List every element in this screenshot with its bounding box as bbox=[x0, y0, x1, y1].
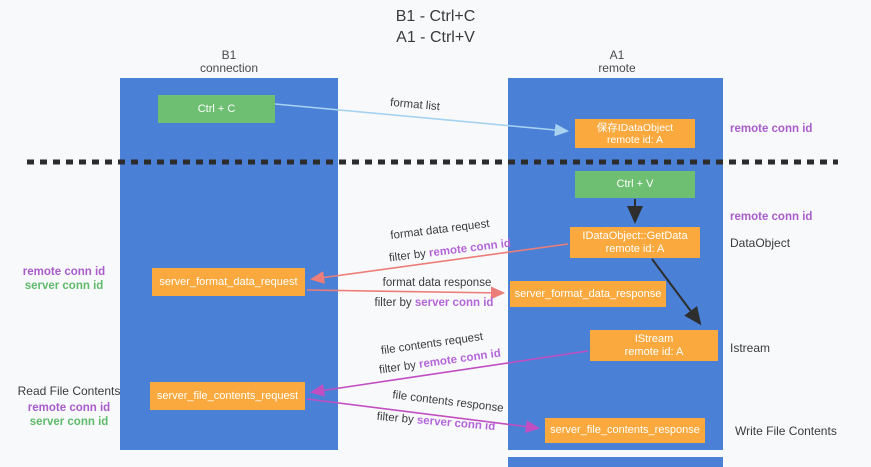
server-conn-id-text: server conn id bbox=[416, 414, 496, 434]
swimlane-a1-bottom-strip bbox=[508, 457, 723, 467]
getdata-line2: remote id: A bbox=[605, 242, 665, 255]
write-file-contents-label: Write File Contents bbox=[735, 424, 837, 438]
remote-conn-id-text: remote conn id bbox=[428, 237, 512, 260]
remote-conn-id-label-mid-right: remote conn id bbox=[730, 211, 813, 223]
saved-idataobject-box: 保存IDataObject remote id: A bbox=[575, 119, 695, 148]
column-header-b1: B1 connection bbox=[154, 49, 304, 75]
ctrl-v-box: Ctrl + V bbox=[575, 171, 695, 198]
read-file-contents-label: Read File Contents bbox=[17, 384, 121, 398]
filter-by-text: filter by bbox=[374, 297, 415, 309]
server-file-contents-response-box: server_file_contents_response bbox=[545, 418, 705, 443]
left-conn-id-block-2: Read File Contents remote conn id server… bbox=[14, 384, 124, 429]
istream-line1: IStream bbox=[634, 332, 674, 345]
ctrl-c-box: Ctrl + C bbox=[158, 95, 275, 123]
istream-box: IStream remote id: A bbox=[590, 330, 718, 361]
saved-idataobject-line1: 保存IDataObject bbox=[596, 121, 674, 134]
filter-by-text: filter by bbox=[376, 410, 418, 427]
server-format-data-request-box: server_format_data_request bbox=[152, 268, 305, 296]
remote-conn-id-label-left-2: remote conn id bbox=[27, 402, 111, 414]
column-a1-name: A1 bbox=[609, 48, 625, 62]
server-conn-id-label-left-2: server conn id bbox=[29, 416, 109, 428]
server-file-contents-request-box: server_file_contents_request bbox=[150, 382, 305, 410]
remote-conn-id-label-top-right: remote conn id bbox=[730, 123, 813, 135]
server-conn-id-text: server conn id bbox=[414, 297, 494, 309]
diagram-title: B1 - Ctrl+C A1 - Ctrl+V bbox=[0, 6, 871, 48]
server-format-data-request-label: server_format_data_request bbox=[159, 275, 298, 288]
istream-side-label: Istream bbox=[730, 341, 771, 355]
filter-by-text: filter by bbox=[388, 247, 430, 265]
dataobject-label: DataObject bbox=[730, 236, 791, 250]
remote-conn-id-text: remote conn id bbox=[418, 347, 502, 371]
idataobject-getdata-box: IDataObject::GetData remote id: A bbox=[570, 227, 700, 258]
left-conn-id-block-1: remote conn id server conn id bbox=[14, 265, 114, 293]
server-format-data-response-box: server_format_data_response bbox=[510, 281, 666, 307]
format-data-request-filter-label: filter by remote conn id bbox=[388, 238, 511, 265]
getdata-line1: IDataObject::GetData bbox=[582, 229, 688, 242]
ctrl-c-label: Ctrl + C bbox=[197, 102, 236, 115]
column-b1-name: B1 bbox=[221, 48, 237, 62]
title-line-2: A1 - Ctrl+V bbox=[396, 29, 475, 46]
file-contents-response-label: file contents response bbox=[391, 389, 505, 415]
filter-by-text: filter by bbox=[378, 358, 420, 377]
istream-line2: remote id: A bbox=[624, 345, 684, 358]
file-contents-response-filter-label: filter by server conn id bbox=[376, 411, 495, 433]
server-format-data-response-label: server_format_data_response bbox=[514, 287, 662, 300]
format-data-response-label: format data response bbox=[382, 277, 492, 289]
format-data-response-filter-label: filter by server conn id bbox=[375, 297, 494, 309]
ctrl-v-label: Ctrl + V bbox=[616, 178, 654, 190]
column-a1-subtitle: remote bbox=[598, 61, 636, 75]
remote-conn-id-label-left-1: remote conn id bbox=[22, 266, 106, 278]
server-file-contents-request-label: server_file_contents_request bbox=[156, 389, 299, 402]
column-header-a1: A1 remote bbox=[542, 49, 692, 75]
saved-idataobject-line2: remote id: A bbox=[606, 133, 664, 146]
title-line-1: B1 - Ctrl+C bbox=[395, 8, 476, 25]
format-data-request-label: format data request bbox=[389, 217, 491, 243]
server-file-contents-response-label: server_file_contents_response bbox=[550, 424, 700, 436]
server-conn-id-label-left-1: server conn id bbox=[24, 280, 104, 292]
format-list-label: format list bbox=[389, 96, 441, 114]
column-b1-subtitle: connection bbox=[199, 61, 259, 75]
